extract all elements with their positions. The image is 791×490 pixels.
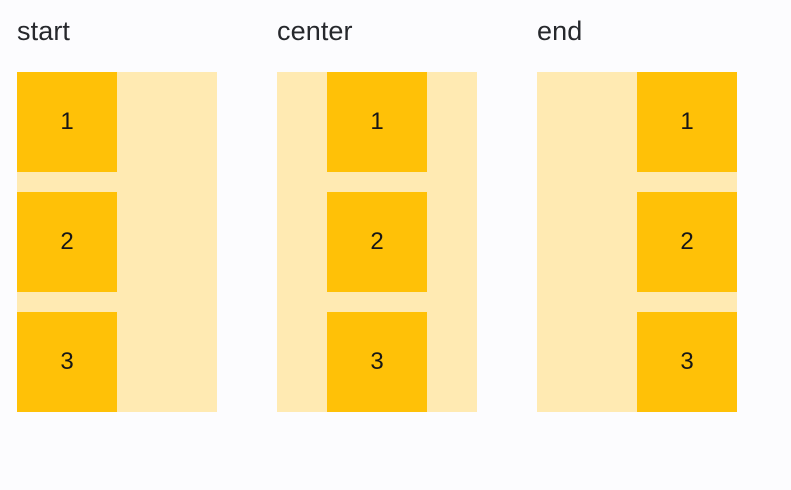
track-item: 2 <box>637 192 737 292</box>
track-item: 2 <box>17 192 117 292</box>
track-item: 1 <box>637 72 737 172</box>
alignment-label-start: start <box>17 16 71 46</box>
alignment-label-end: end <box>537 16 583 46</box>
track-item: 3 <box>637 312 737 412</box>
track-item: 1 <box>17 72 117 172</box>
alignment-track-start: 1 2 3 <box>17 72 217 412</box>
track-item: 1 <box>327 72 427 172</box>
alignment-track-center: 1 2 3 <box>277 72 477 412</box>
track-item: 3 <box>327 312 427 412</box>
alignment-label-center: center <box>277 16 353 46</box>
track-item: 2 <box>327 192 427 292</box>
alignment-track-end: 1 2 3 <box>537 72 737 412</box>
track-item: 3 <box>17 312 117 412</box>
